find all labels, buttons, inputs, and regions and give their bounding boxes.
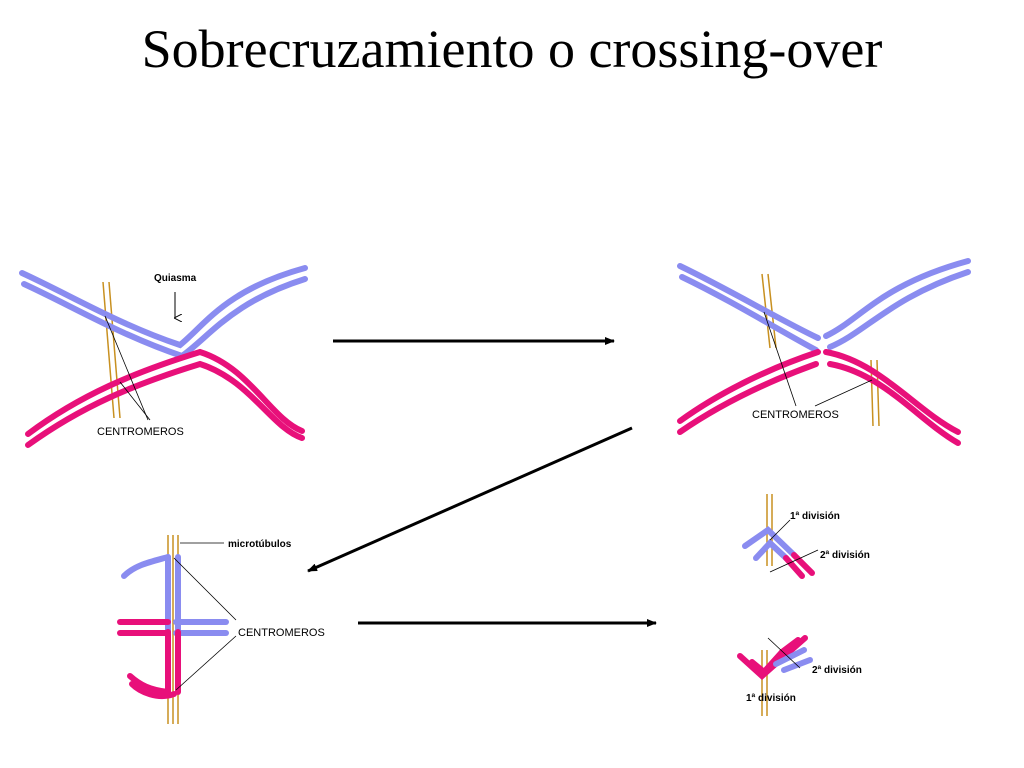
slide-title: Sobrecruzamiento o crossing-over <box>141 19 883 79</box>
pink-chromatid <box>117 619 181 700</box>
centromeros-label: CENTROMEROS <box>238 627 325 639</box>
chromosome-upper <box>742 526 815 579</box>
first-division-label-upper: 1ª división <box>790 511 840 522</box>
quiasma-label: Quiasma <box>154 273 197 284</box>
division-line-2 <box>769 549 819 573</box>
centromeros-label: CENTROMEROS <box>97 426 184 438</box>
chromosome-lower <box>737 635 813 681</box>
second-division-label-upper: 2ª división <box>820 550 870 561</box>
division-line-1 <box>769 519 791 541</box>
centromere-pointers <box>763 311 873 407</box>
division-line-3 <box>767 637 801 669</box>
panel-metaphase: microtúbulos CENTROMEROS <box>117 535 325 724</box>
blue-chromatid <box>677 258 971 353</box>
centromere-pointers <box>173 557 237 691</box>
second-division-label-lower: 2ª división <box>812 665 862 676</box>
pink-chromatid <box>677 349 961 446</box>
microtubules <box>761 650 768 716</box>
panel-divisions: 1ª división 2ª división 2ª división 1ª d… <box>737 494 870 716</box>
centromeros-label: CENTROMEROS <box>752 409 839 421</box>
panel-exchange: CENTROMEROS <box>677 258 971 446</box>
first-division-label-lower: 1ª división <box>746 693 796 704</box>
microtubulos-label: microtúbulos <box>228 539 292 550</box>
centromere-pointers <box>104 315 151 421</box>
arrow-diagonal <box>307 426 633 573</box>
pink-chromatid <box>25 348 305 448</box>
panel-chiasma: Quiasma CENTROMEROS <box>19 265 308 448</box>
